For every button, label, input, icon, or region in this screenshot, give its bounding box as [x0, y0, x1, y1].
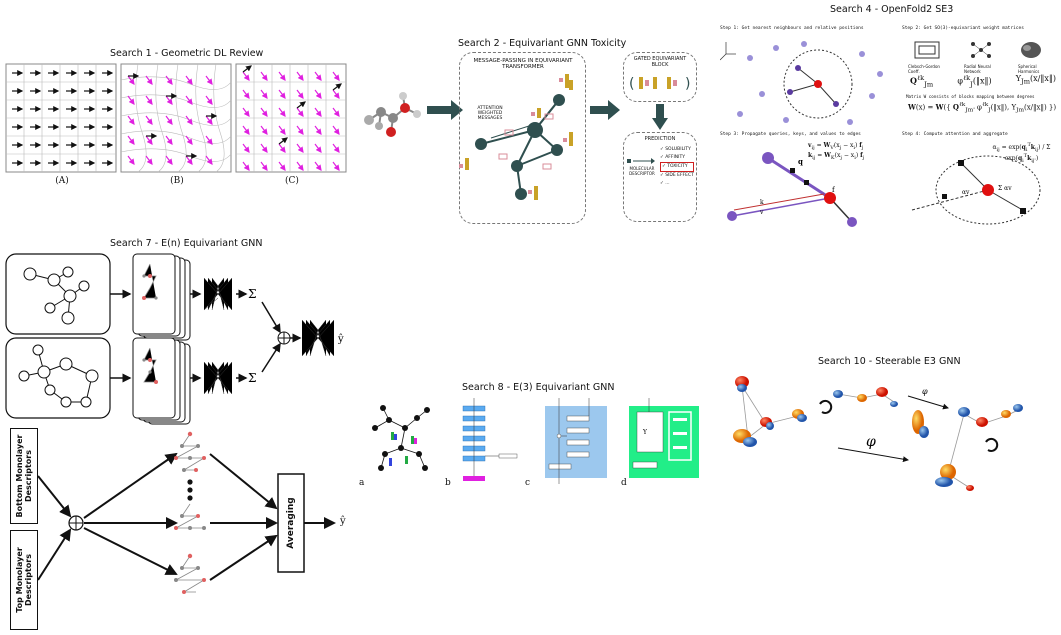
monolayer-pipeline: [37, 431, 336, 594]
search1-title: Search 1 - Geometric DL Review: [110, 48, 264, 59]
step2-label: Step 2: Get SO(3)-equivariant weight mat…: [902, 26, 1024, 31]
caption-b: (B): [170, 176, 184, 186]
search4-title: Search 4 - OpenFold2 SE3: [830, 4, 954, 15]
panel-a-grid: [5, 63, 117, 173]
attention-label: ATTENTION WEIGHTED MESSAGES: [477, 106, 503, 121]
prediction-list: ✓ SOLUBILITY ✓ AFFINITY ✓ TOXICITY ✓ SID…: [660, 146, 694, 188]
steerable-graphs: φ φ: [733, 376, 1023, 491]
search10-title: Search 10 - Steerable E3 GNN: [818, 356, 961, 367]
svg-text:v: v: [759, 209, 764, 216]
radial-label: Radial Neural Network: [964, 64, 991, 74]
step4-label: Step 4: Compute attention and aggregate: [902, 132, 1008, 137]
sph-label: Spherical Harmonics: [1018, 64, 1040, 74]
so3-formulas: QℓkJm φℓkJ(‖x‖) YJm(x/‖x‖): [910, 74, 1056, 88]
panel-label-b: b: [445, 478, 451, 488]
panel-label-d: d: [621, 478, 627, 488]
phi-small: φ: [922, 387, 928, 396]
top-descriptors-box: [10, 530, 38, 630]
search7-title: Search 7 - E(n) Equivariant GNN: [110, 238, 263, 249]
e3-graph-a: [372, 405, 430, 471]
averaging-label: Averaging: [286, 497, 296, 549]
arrow-right-icon: [590, 100, 620, 120]
molecule-image: [364, 92, 421, 137]
gated-block-box: [623, 52, 697, 102]
e3-block-c: [545, 398, 607, 484]
e3-architecture-b: [462, 398, 518, 481]
message-passing-box: [459, 52, 586, 224]
svg-text:αv: αv: [962, 189, 970, 196]
output-symbol: ŷ: [340, 516, 346, 527]
matrix-formula: W(x) = W({ QℓkJm' φℓkJ(‖x‖), YJm(x/‖x‖) …: [908, 102, 1057, 114]
sph-formula: YJm(x/‖x‖): [1015, 74, 1056, 86]
gated-block-vector: (): [629, 76, 690, 92]
panel-label-c: c: [525, 478, 531, 488]
prediction-item: ✓ ...: [660, 181, 670, 186]
search4-panel: Search 4 - OpenFold2 SE3 Step 1: Get nea…: [712, 0, 1061, 235]
so3-icons: [914, 41, 1041, 59]
step1-label: Step 1: Get nearest neighbours and relat…: [720, 26, 864, 31]
svg-text:Σ: Σ: [248, 371, 256, 385]
cg-formula: QℓkJm: [910, 74, 934, 89]
svg-text:Y: Y: [642, 429, 648, 436]
svg-text:ŷ: ŷ: [337, 334, 344, 345]
phi-large: φ: [866, 434, 876, 450]
svg-text:k: k: [760, 199, 764, 206]
search2-title: Search 2 - Equivariant GNN Toxicity: [458, 38, 627, 49]
svg-text:Σ αv: Σ αv: [998, 185, 1012, 192]
caption-a: (A): [55, 176, 69, 186]
caption-c: (C): [285, 176, 299, 186]
mp-title: MESSAGE-PASSING IN EQUIVARIANT TRANSFORM…: [473, 58, 573, 70]
qkv-formulas: vij = WV(xj − xi) fj kij = WK(xj − xi) f…: [808, 142, 865, 162]
descriptor-arrow: [627, 158, 655, 164]
gated-title: GATED EQUIVARIANT BLOCK: [633, 56, 687, 68]
svg-text:): ): [685, 76, 690, 92]
egnn-graph-pipeline: Σ Σ ŷ: [5, 253, 344, 425]
svg-text:q: q: [798, 157, 803, 166]
e3-block-d: Y: [629, 398, 699, 478]
step3-label: Step 3: Propagate queries, keys, and val…: [720, 132, 861, 137]
transformer-graph: [459, 74, 573, 200]
panel-label-a: a: [359, 478, 365, 488]
prediction-item: ✓ AFFINITY: [660, 155, 685, 160]
panel-b-grid: [120, 63, 232, 173]
descriptor-label: MOLECULAR DESCRIPTOR: [629, 166, 655, 176]
attention-formula: αij = exp(qiTkij) / Σ exp(qiTkij'): [992, 142, 1051, 165]
geometric-dl-figure: [5, 63, 347, 173]
panel-c-grid: [235, 63, 347, 173]
neighbours-diagram: [720, 41, 883, 125]
matrix-note: Matrix W consists of blocks mapping betw…: [906, 94, 1035, 99]
prediction-item: ✓ SIDE EFFECT: [660, 173, 694, 178]
cg-label: Clebsch-Gordon Coeff.: [908, 64, 940, 74]
radial-formula: φℓkJ(‖x‖): [957, 74, 992, 89]
prediction-box: [623, 132, 697, 222]
prediction-title: PREDICTION: [644, 136, 676, 142]
svg-text:f: f: [832, 186, 836, 194]
prediction-item: ✓ SOLUBILITY: [660, 147, 691, 152]
search1-panel: Search 1 - Geometric DL Review: [0, 48, 350, 193]
arrow-right-icon: [427, 100, 463, 120]
search8-title: Search 8 - E(3) Equivariant GNN: [462, 382, 615, 393]
search7-panel: Search 7 - E(n) Equivariant GNN Σ: [0, 238, 360, 635]
bottom-descriptors-box: [10, 428, 38, 524]
propagate-diagram: q f k v: [727, 152, 857, 227]
svg-text:Σ: Σ: [248, 287, 256, 301]
aggregate-diagram: αv Σ αv: [911, 155, 1041, 225]
prediction-item-highlighted: ✓ TOXICITY: [660, 162, 694, 172]
arrow-down-icon: [652, 104, 668, 130]
search10-panel: Search 10 - Steerable E3 GNN φ φ: [712, 356, 1061, 506]
svg-text:(: (: [629, 76, 634, 92]
search2-panel: Search 2 - Equivariant GNN Toxicity MESS…: [355, 38, 700, 228]
search8-panel: Search 8 - E(3) Equivariant GNN a b c Y …: [355, 382, 699, 492]
